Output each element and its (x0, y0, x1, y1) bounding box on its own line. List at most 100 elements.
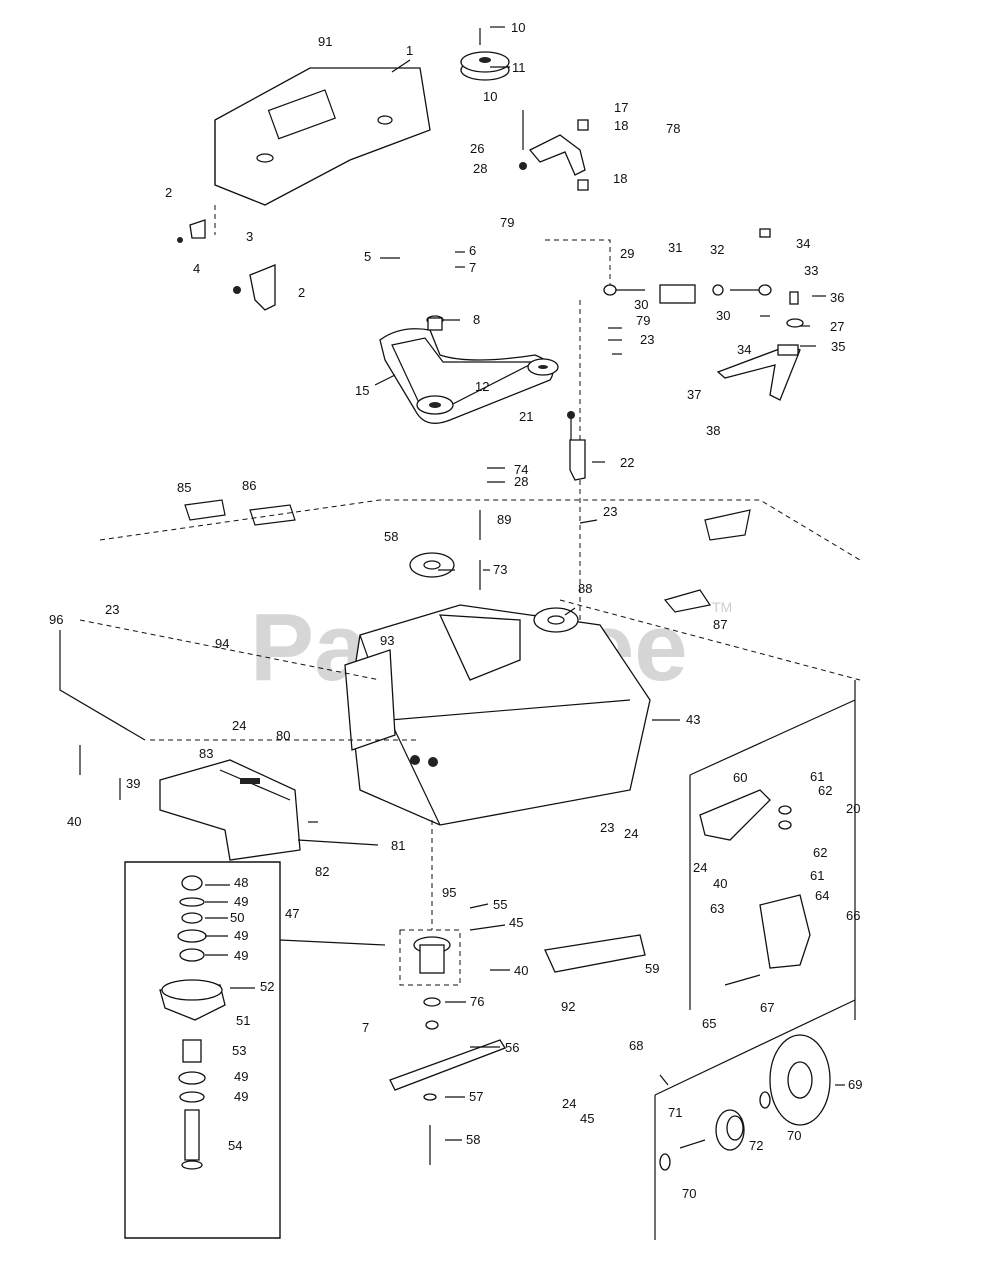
callout-31: 31 (668, 240, 682, 255)
callout-70b: 70 (682, 1186, 696, 1201)
callout-63: 63 (710, 901, 724, 916)
callout-28: 28 (473, 161, 487, 176)
callout-33: 33 (804, 263, 818, 278)
callout-58b: 58 (466, 1132, 480, 1147)
callout-10b: 10 (483, 89, 497, 104)
callout-91: 91 (318, 34, 332, 49)
callout-30b: 30 (716, 308, 730, 323)
callout-53: 53 (232, 1043, 246, 1058)
callout-59: 59 (645, 961, 659, 976)
callout-35: 35 (831, 339, 845, 354)
callout-23d: 23 (600, 820, 614, 835)
callout-47: 47 (285, 906, 299, 921)
callout-18: 18 (614, 118, 628, 133)
discharge-shield (79, 745, 301, 861)
idler-pulley-box (654, 999, 856, 1240)
callout-43: 43 (686, 712, 700, 727)
callout-79: 79 (500, 215, 514, 230)
watermark-trademark: TM (712, 599, 732, 615)
callout-34b: 34 (737, 342, 751, 357)
callout-23: 23 (640, 332, 654, 347)
callout-45: 45 (509, 915, 523, 930)
callout-22: 22 (620, 455, 634, 470)
callout-66: 66 (846, 908, 860, 923)
callout-36: 36 (830, 290, 844, 305)
callout-39: 39 (126, 776, 140, 791)
callout-49d: 49 (234, 1069, 248, 1084)
deck-cover (214, 67, 431, 206)
callout-61: 61 (810, 769, 824, 784)
callout-67: 67 (760, 1000, 774, 1015)
callout-18b: 18 (613, 171, 627, 186)
callout-86: 86 (242, 478, 256, 493)
callout-45b: 45 (580, 1111, 594, 1126)
callout-7: 7 (469, 260, 476, 275)
callout-62: 62 (818, 783, 832, 798)
callout-5: 5 (364, 249, 371, 264)
cover-brackets (177, 205, 276, 311)
callout-49b: 49 (234, 928, 248, 943)
callout-40b: 40 (713, 876, 727, 891)
bracket-22 (567, 411, 586, 481)
callout-34: 34 (796, 236, 810, 251)
callout-73: 73 (493, 562, 507, 577)
callout-23c: 23 (105, 602, 119, 617)
callout-40c: 40 (514, 963, 528, 978)
callout-51: 51 (236, 1013, 250, 1028)
callout-11: 11 (512, 60, 526, 75)
callout-24b: 24 (624, 826, 638, 841)
callout-95: 95 (442, 885, 456, 900)
callout-32: 32 (710, 242, 724, 257)
callout-93: 93 (380, 633, 394, 648)
callout-labels: 10 91 1 11 10 17 18 78 26 28 18 2 3 4 2 … (49, 20, 862, 1201)
callout-92: 92 (561, 999, 575, 1014)
callout-78: 78 (666, 121, 680, 136)
callout-65: 65 (702, 1016, 716, 1031)
callout-60: 60 (733, 770, 747, 785)
callout-61b: 61 (810, 868, 824, 883)
callout-81: 81 (391, 838, 405, 853)
callout-27: 27 (830, 319, 844, 334)
callout-21: 21 (519, 409, 533, 424)
callout-50: 50 (230, 910, 244, 925)
callout-49: 49 (234, 894, 248, 909)
callout-40: 40 (67, 814, 81, 829)
callout-56: 56 (505, 1040, 519, 1055)
callout-58: 58 (384, 529, 398, 544)
idler-arm (519, 110, 589, 191)
callout-10: 10 (511, 20, 525, 35)
callout-82: 82 (315, 864, 329, 879)
callout-15: 15 (355, 383, 369, 398)
callout-26: 26 (470, 141, 484, 156)
tension-arm (716, 344, 801, 401)
callout-37: 37 (687, 387, 701, 402)
callout-7b: 7 (362, 1020, 369, 1035)
deck-outline-dashed (59, 499, 861, 1020)
callout-28b: 28 (514, 474, 528, 489)
callout-94: 94 (215, 636, 229, 651)
callout-62b: 62 (813, 845, 827, 860)
callout-55: 55 (493, 897, 507, 912)
idler-bracket-assembly (689, 699, 856, 1010)
callout-17: 17 (614, 100, 628, 115)
callout-74: 74 (514, 462, 528, 477)
callout-87: 87 (713, 617, 727, 632)
callout-29: 29 (620, 246, 634, 261)
center-spindle (389, 820, 506, 1165)
callout-49e: 49 (234, 1089, 248, 1104)
belt-assembly (379, 315, 559, 424)
callout-54: 54 (228, 1138, 242, 1153)
bracket-92 (544, 934, 646, 973)
spindle-detail-box (124, 861, 281, 1239)
callout-57: 57 (469, 1089, 483, 1104)
callout-48: 48 (234, 875, 248, 890)
callout-72: 72 (749, 1138, 763, 1153)
callout-96: 96 (49, 612, 63, 627)
callout-24: 24 (232, 718, 246, 733)
belt-guide-rod (545, 228, 804, 700)
callout-71: 71 (668, 1105, 682, 1120)
callout-70: 70 (787, 1128, 801, 1143)
callout-8: 8 (473, 312, 480, 327)
callout-2b: 2 (298, 285, 305, 300)
